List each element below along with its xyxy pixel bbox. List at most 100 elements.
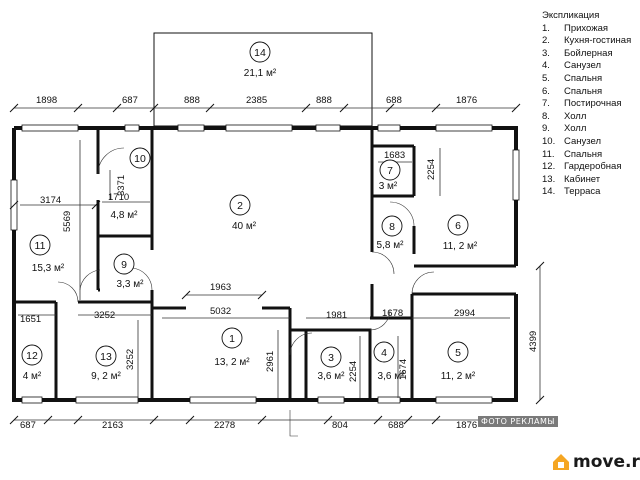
dim-5032: 5032	[210, 306, 231, 317]
room-9-marker	[113, 253, 135, 275]
room-5-area: 11, 2 м²	[441, 371, 476, 382]
room-12-number: 12	[26, 350, 38, 362]
legend-item: 10.Санузел	[542, 135, 602, 147]
room-3-area: 3,6 м²	[318, 371, 346, 382]
legend-item: 8.Холл	[542, 110, 587, 122]
legend-item: 4.Санузел	[542, 60, 602, 72]
room-9-area: 3,3 м²	[117, 279, 145, 290]
legend: Экспликация 1.Прихожая 2.Кухня-гостиная …	[542, 10, 638, 199]
dim-4399: 4399	[528, 331, 539, 352]
room-7-number: 7	[387, 165, 393, 177]
legend-item: 13.Кабинет	[542, 173, 601, 185]
dim-top-1876: 1876	[456, 95, 477, 106]
room-2-marker	[229, 194, 251, 216]
dim-2254a: 2254	[426, 159, 437, 180]
room-13-number: 13	[100, 351, 112, 363]
windows-bottom	[21, 396, 493, 404]
logo-text: move.ru	[573, 452, 640, 472]
watermark: ФОТО РЕКЛАМЫ	[478, 416, 558, 427]
dim-1651: 1651	[20, 314, 41, 325]
legend-item: 3.Бойлерная	[542, 47, 613, 59]
room-markers	[21, 41, 469, 368]
dim-3371: 3371	[116, 175, 127, 196]
room-6-number: 6	[455, 220, 461, 232]
dim-bot-2163: 2163	[102, 420, 123, 431]
window-right	[512, 149, 520, 201]
dim-1963: 1963	[210, 282, 231, 293]
room-11-number: 11	[35, 240, 46, 252]
dim-3174: 3174	[40, 195, 61, 206]
dim-top-1898: 1898	[36, 95, 57, 106]
dim-1683: 1683	[384, 150, 405, 161]
legend-item: 12.Гардеробная	[542, 161, 622, 173]
room-5-marker	[447, 341, 469, 363]
dim-bot-804: 804	[332, 420, 348, 431]
room-14-number: 14	[254, 47, 266, 59]
dim-bot-2278: 2278	[214, 420, 235, 431]
room-11-marker	[29, 234, 51, 256]
dim-1674: 1674	[398, 359, 409, 380]
dim-3252b: 3252	[125, 349, 136, 370]
room-13-marker	[95, 345, 117, 367]
room-13-area: 9, 2 м²	[91, 371, 121, 382]
dim-bot-687: 687	[20, 420, 36, 431]
dim-top-888b: 888	[316, 95, 332, 106]
room-1-area: 13, 2 м²	[214, 357, 250, 368]
dim-bot-1876: 1876	[456, 420, 477, 431]
room-1-number: 1	[229, 333, 235, 345]
dim-top-2385: 2385	[246, 95, 267, 106]
legend-item: 11.Спальня	[542, 148, 603, 160]
dim-2254b: 2254	[348, 361, 359, 382]
room-2-number: 2	[237, 200, 243, 212]
room-10-marker	[129, 147, 151, 169]
dim-2961: 2961	[265, 351, 276, 372]
dim-bot-688: 688	[388, 420, 404, 431]
room-8-marker	[381, 215, 403, 237]
legend-item: 1.Прихожая	[542, 22, 609, 34]
room-10-area: 4,8 м²	[111, 210, 139, 221]
room-3-number: 3	[328, 352, 334, 364]
dim-5569: 5569	[62, 211, 73, 232]
room-1-marker	[221, 327, 243, 349]
room-6-marker	[447, 214, 469, 236]
dim-2994: 2994	[454, 308, 475, 319]
room-12-area: 4 м²	[23, 371, 42, 382]
room-3-marker	[320, 346, 342, 368]
legend-item: 2.Кухня-гостиная	[542, 35, 632, 47]
dim-1981: 1981	[326, 310, 347, 321]
dim-top-688: 688	[386, 95, 402, 106]
door-swings	[57, 147, 435, 437]
dim-top-888a: 888	[184, 95, 200, 106]
room-4-number: 4	[381, 347, 387, 359]
room-4-marker	[373, 341, 395, 363]
dimension-ticks	[9, 103, 545, 425]
move-logo[interactable]: move.ru	[551, 452, 640, 472]
dim-1710: 1710	[108, 192, 129, 203]
legend-item: 9.Холл	[542, 123, 587, 135]
legend-item: 7.Постирочная	[542, 98, 622, 110]
legend-item: 14.Терраса	[542, 186, 601, 198]
room-6-area: 11, 2 м²	[443, 241, 478, 252]
room-10-number: 10	[134, 153, 146, 165]
room-7-marker	[379, 159, 401, 181]
room-2-area: 40 м²	[232, 221, 257, 232]
room-5-number: 5	[455, 347, 461, 359]
room-9-number: 9	[121, 259, 127, 271]
room-8-area: 5,8 м²	[377, 240, 405, 251]
dim-1678: 1678	[382, 308, 403, 319]
dimension-lines	[14, 107, 541, 421]
dim-3252a: 3252	[94, 310, 115, 321]
windows-top	[21, 124, 493, 132]
room-7-area: 3 м²	[379, 181, 398, 192]
legend-item: 5.Спальня	[542, 72, 603, 84]
legend-item: 6.Спальня	[542, 85, 603, 97]
room-8-number: 8	[389, 221, 395, 233]
dim-top-687: 687	[122, 95, 138, 106]
room-14-area: 21,1 м²	[244, 68, 277, 79]
room-14-marker	[249, 41, 271, 63]
room-12-marker	[21, 344, 43, 366]
room-4-area: 3,6 м²	[378, 371, 406, 382]
house-icon	[553, 454, 569, 470]
